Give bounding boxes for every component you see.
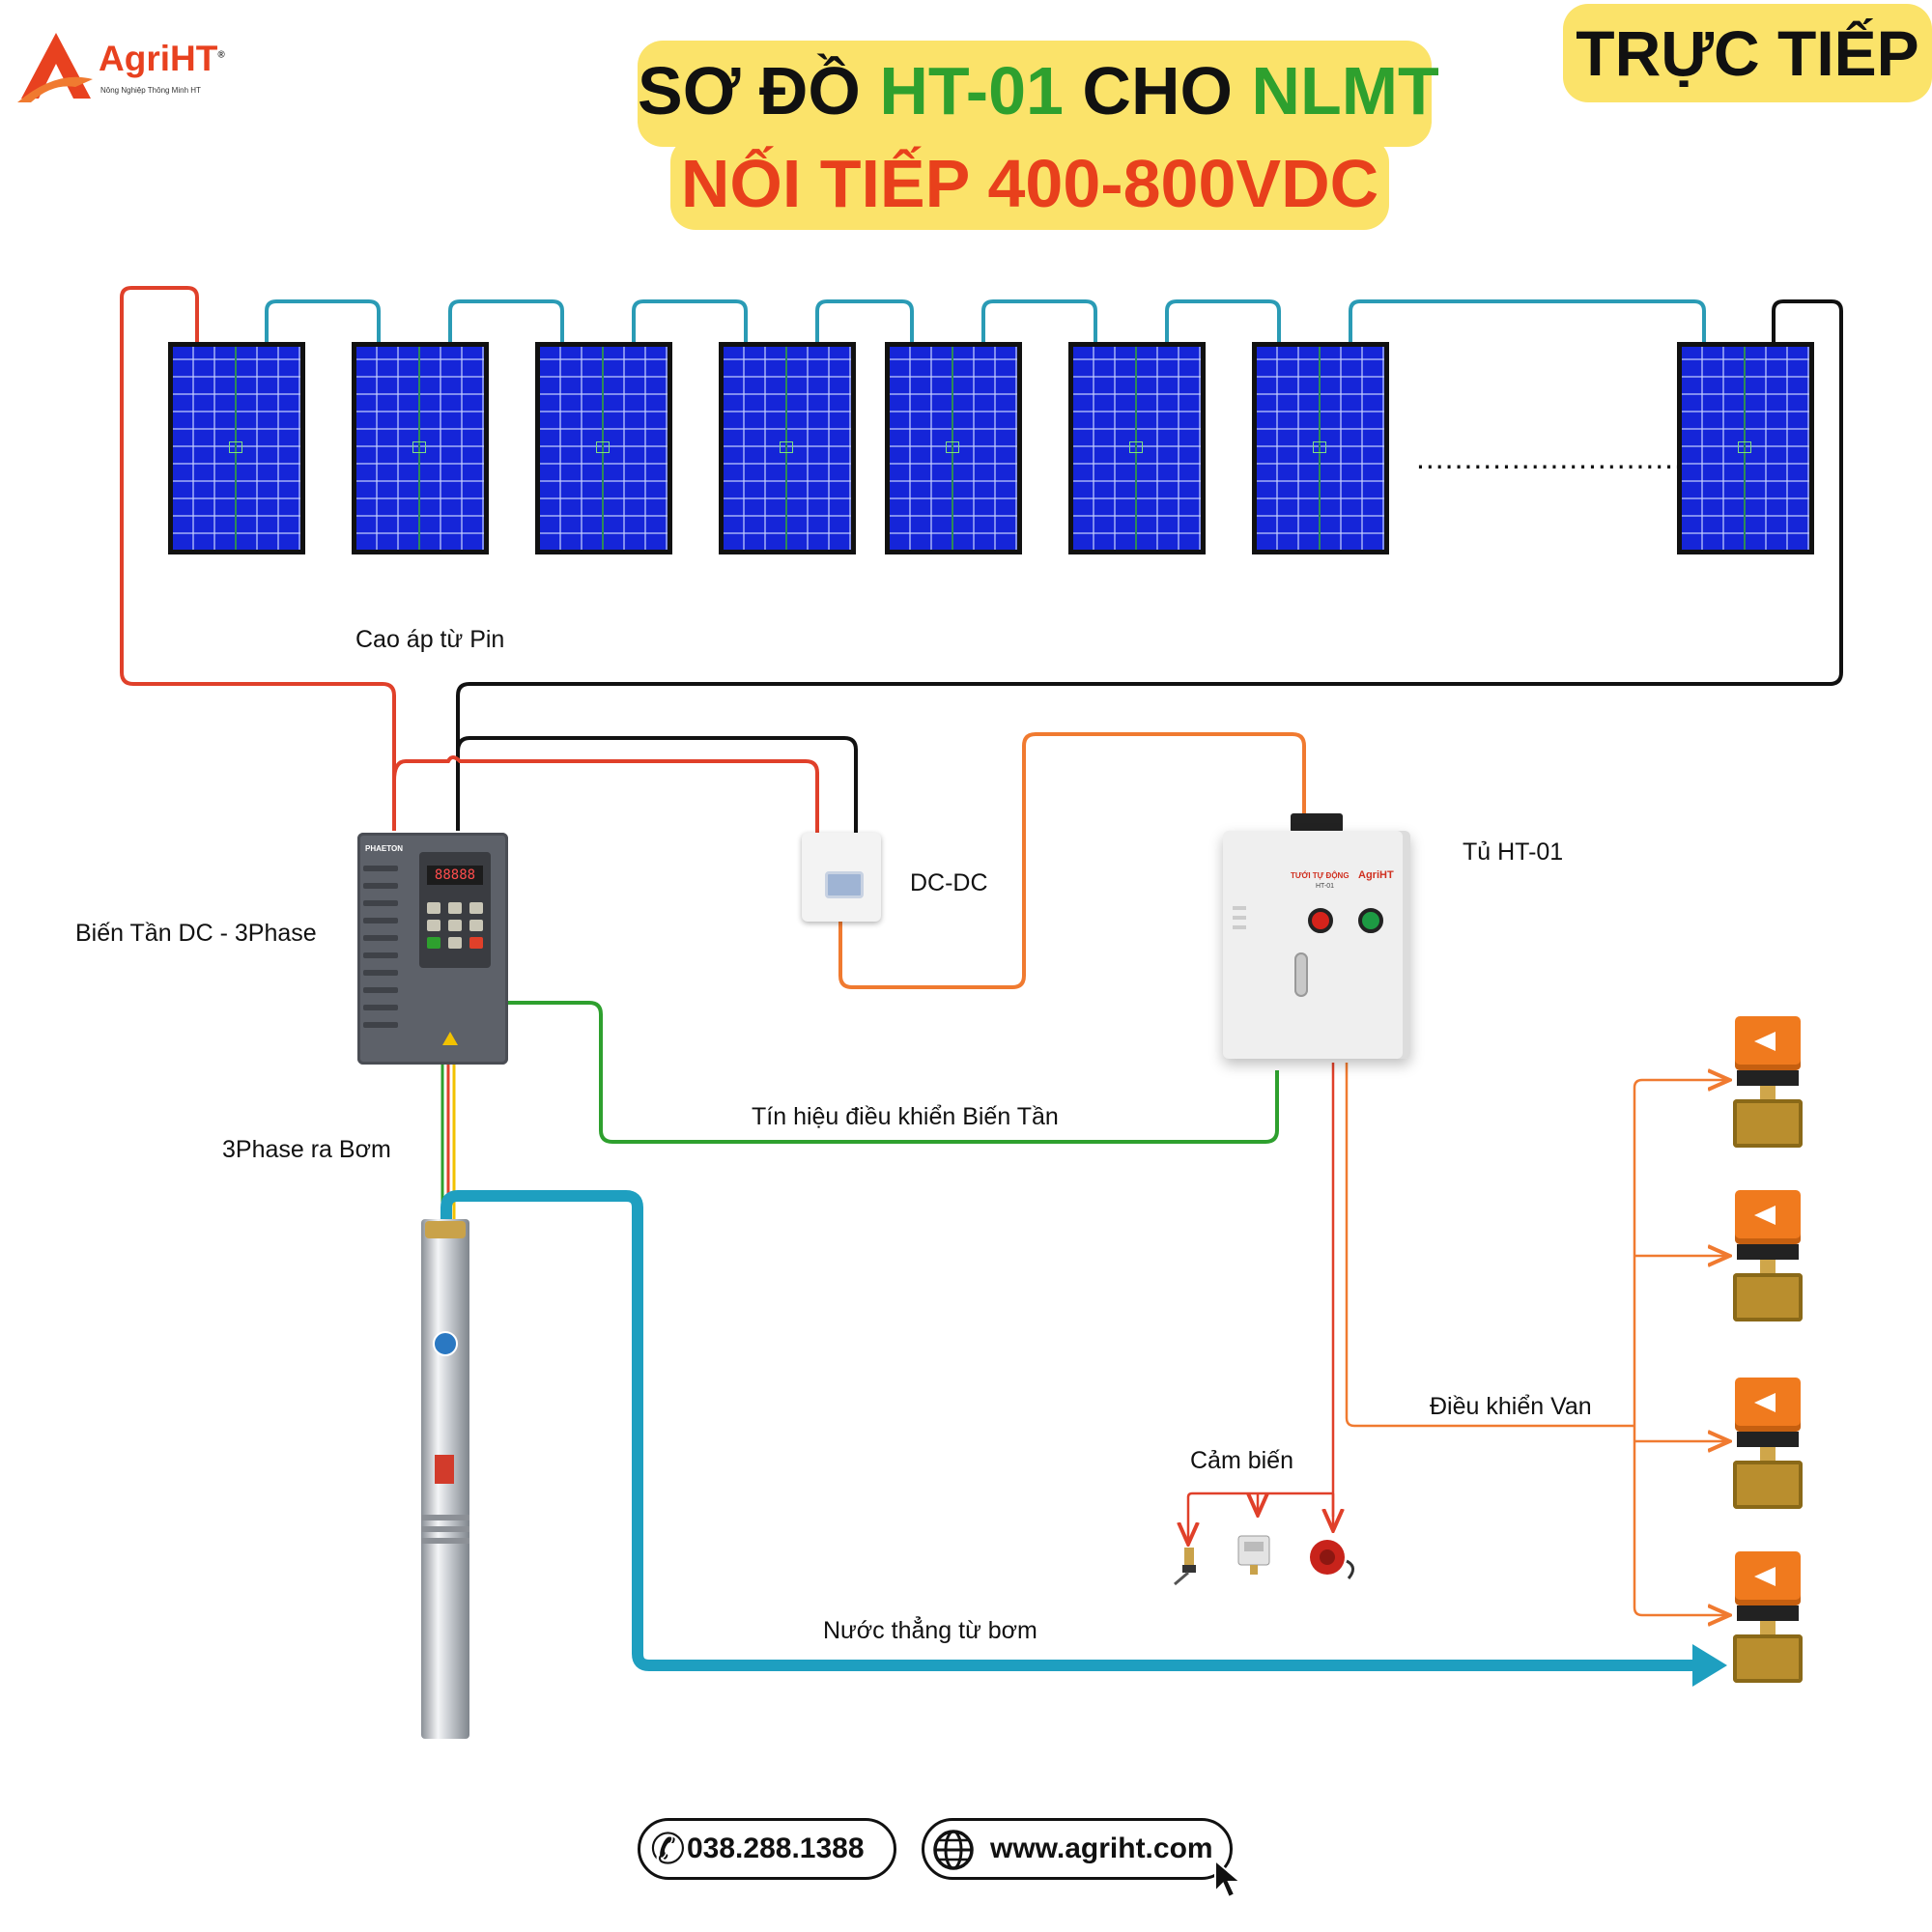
- label-control-signal: Tín hiệu điều khiển Biến Tần: [752, 1103, 1059, 1130]
- water-arrow: [1692, 1644, 1727, 1687]
- title-line-2: NỐI TIẾP 400-800VDC: [670, 137, 1389, 230]
- submersible-pump: [421, 1219, 469, 1739]
- inverter-display: 88888: [427, 866, 483, 885]
- warning-icon: [442, 1032, 458, 1045]
- cabinet-model: HT-01: [1316, 883, 1335, 890]
- phone-pill[interactable]: ✆ 038.288.1388: [638, 1818, 896, 1880]
- pump-outlet: [425, 1221, 466, 1238]
- logo-icon: [17, 33, 93, 102]
- website-pill[interactable]: www.agriht.com: [922, 1818, 1233, 1880]
- cabinet-logo: AgriHT: [1358, 869, 1394, 881]
- inverter-brand: PHAETON: [365, 844, 403, 853]
- solar-panel: [1252, 342, 1389, 554]
- solar-panel: [168, 342, 305, 554]
- temperature-sensor: [1174, 1548, 1196, 1586]
- phone-number: 038.288.1388: [687, 1833, 865, 1864]
- inverter-keypad: 88888: [419, 852, 491, 968]
- water-pipe: [440, 1190, 1692, 1671]
- solar-panel: [1677, 342, 1814, 554]
- solar-panel: [535, 342, 672, 554]
- dc-negative-wire: [456, 299, 1843, 831]
- panels-ellipsis: ..............................: [1416, 440, 1703, 475]
- label-three-phase: 3Phase ra Bơm: [222, 1136, 391, 1163]
- start-button: [1358, 908, 1383, 933]
- dcdc-display: [825, 871, 864, 898]
- pump-label: [435, 1455, 454, 1484]
- logo-tagline: Nông Nghiệp Thông Minh HT: [100, 86, 201, 95]
- motorized-valve: [1733, 1551, 1803, 1692]
- control-signal-wire: [508, 1001, 1279, 1144]
- stop-button: [1308, 908, 1333, 933]
- flow-switch: [1310, 1540, 1354, 1579]
- label-dcdc: DC-DC: [910, 869, 988, 896]
- cursor-icon: [1214, 1859, 1243, 1899]
- motorized-valve: [1733, 1016, 1803, 1157]
- label-sensor: Cảm biến: [1190, 1447, 1293, 1474]
- phone-icon: ✆: [650, 1826, 686, 1873]
- dcdc-positive-wire: [392, 755, 819, 833]
- solar-panel: [719, 342, 856, 554]
- cabinet-handle: [1294, 952, 1308, 997]
- sensor-wires: [1188, 1063, 1333, 1542]
- logo-text: AgriHT®: [99, 39, 225, 78]
- dcdc-to-cabinet-wire: [838, 732, 1306, 989]
- pressure-switch: [1237, 1535, 1270, 1575]
- label-inverter: Biến Tần DC - 3Phase: [75, 920, 317, 947]
- label-water: Nước thẳng từ bơm: [823, 1617, 1037, 1644]
- live-badge: TRỰC TIẾP: [1563, 4, 1932, 102]
- valve-control-wires: [1345, 1063, 1727, 1615]
- panel-interconnect-wires: [265, 299, 1706, 342]
- label-high-voltage: Cao áp từ Pin: [355, 626, 505, 653]
- website-url: www.agriht.com: [990, 1833, 1213, 1864]
- solar-panel: [885, 342, 1022, 554]
- solar-panel: [352, 342, 489, 554]
- cabinet-title: TƯỚI TỰ ĐỘNG: [1291, 871, 1350, 880]
- label-cabinet: Tủ HT-01: [1463, 838, 1564, 866]
- motorized-valve: [1733, 1190, 1803, 1331]
- title-line-1: SƠ ĐỒ HT-01 CHO NLMT: [638, 41, 1439, 147]
- dc-positive-wire: [120, 286, 396, 831]
- cabinet-top-connector: [1291, 813, 1343, 833]
- dcdc-converter: [802, 833, 881, 922]
- control-cabinet: TƯỚI TỰ ĐỘNG HT-01 AgriHT: [1223, 831, 1410, 1059]
- globe-icon: [933, 1830, 974, 1870]
- pump-logo: [433, 1331, 458, 1356]
- label-valve-control: Điều khiển Van: [1430, 1393, 1592, 1420]
- dcdc-negative-wire: [456, 736, 858, 833]
- motorized-valve: [1733, 1378, 1803, 1519]
- inverter-device: PHAETON 88888: [357, 833, 508, 1065]
- solar-panel: [1068, 342, 1206, 554]
